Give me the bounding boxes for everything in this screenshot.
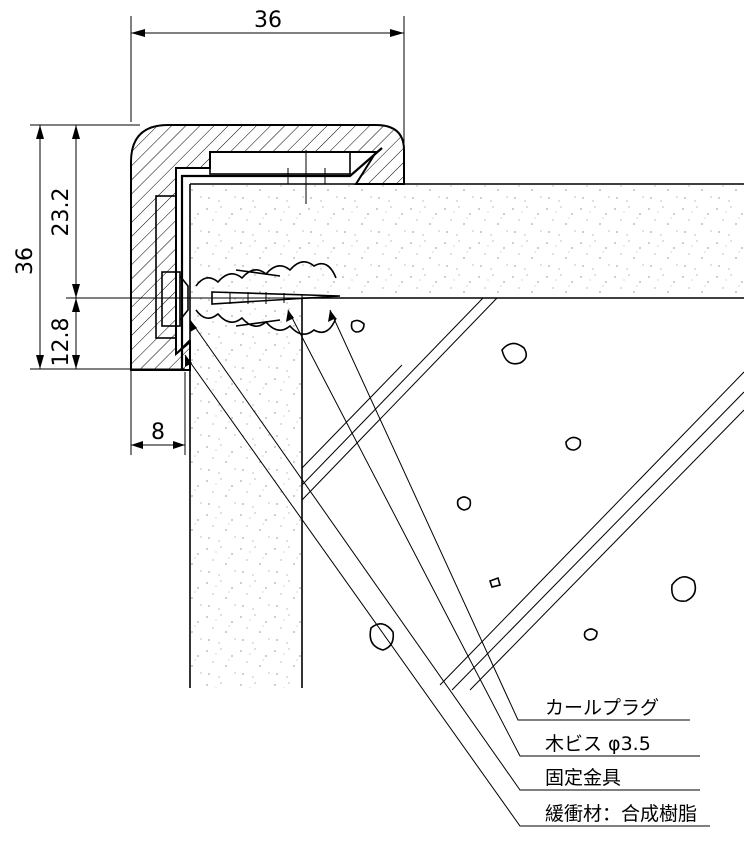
- screw-and-plug: [95, 261, 380, 335]
- dimension-bottom-offset-label: 8: [151, 420, 165, 445]
- dimension-top-width-label: 36: [254, 8, 282, 33]
- concrete-slab: [301, 297, 744, 691]
- vertical-board: [189, 298, 303, 688]
- label-fixing-bracket: 固定金具: [545, 767, 621, 789]
- leader-lines: [184, 309, 710, 827]
- dimension-bottom-offset: 8: [130, 370, 186, 455]
- dimension-upper-segment-label: 23.2: [49, 188, 74, 237]
- dimension-lower-segment-label: 12.8: [49, 318, 74, 367]
- label-curl-plug: カールプラグ: [545, 697, 659, 719]
- top-board: [189, 183, 744, 298]
- label-cushion-material: 緩衝材：合成樹脂: [545, 803, 697, 825]
- dimension-top-width: 36: [130, 8, 405, 178]
- fixing-bracket: [155, 147, 383, 370]
- dimension-left-height-label: 36: [13, 247, 38, 275]
- dimension-segments: 23.2 12.8: [49, 125, 130, 369]
- label-wood-screw: 木ビス φ3.5: [545, 733, 651, 755]
